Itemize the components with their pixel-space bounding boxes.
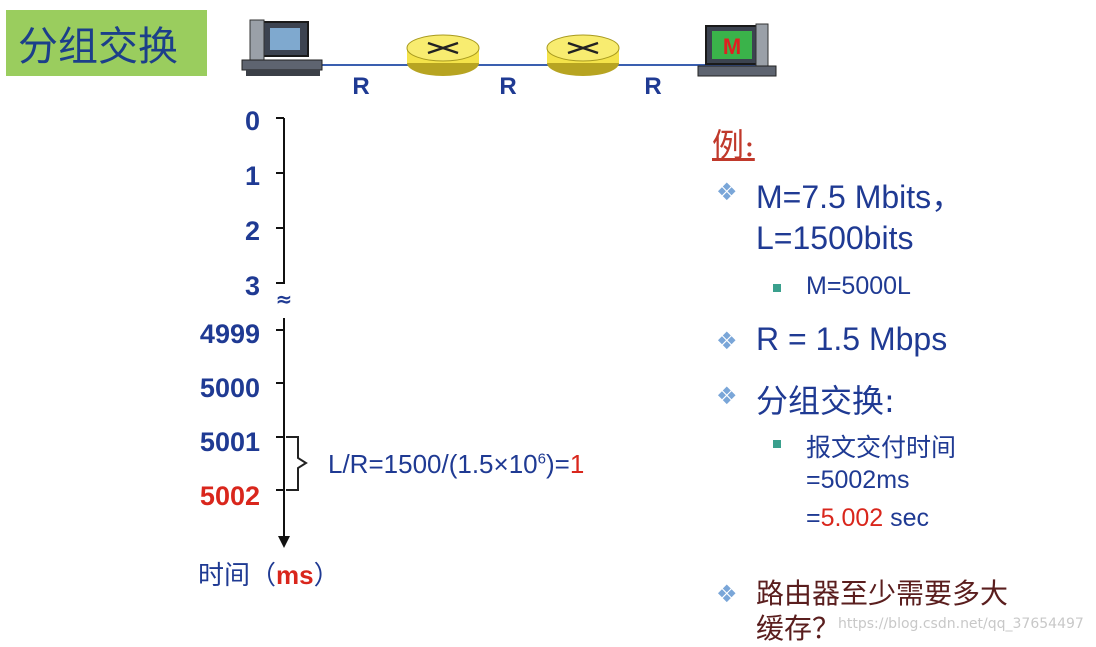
example-m-line1: M=7.5 Mbits， [756, 179, 964, 215]
time-axis-unit: ms [276, 560, 314, 590]
interval-brace [286, 436, 308, 491]
tick-label-0: 0 [244, 106, 260, 136]
time-axis-prefix: 时间（ [198, 561, 277, 591]
ps-sub3-value: 5.002 [820, 504, 884, 532]
tick-label-5002: 5002 [199, 481, 260, 511]
time-axis-label: 时间（ms） [198, 555, 340, 592]
axis-break-mark: ≈ [276, 287, 293, 311]
example-question-line2: 缓存？ [756, 612, 841, 645]
tick-label-5000: 5000 [199, 373, 260, 403]
formula-exponent: 6 [537, 450, 546, 468]
tick-label-2: 2 [244, 216, 260, 246]
diamond-bullet-icon: ❖ [716, 178, 738, 206]
destination-computer-icon [697, 23, 777, 77]
diamond-bullet-icon: ❖ [716, 327, 738, 355]
link-label-2: R [499, 73, 516, 100]
example-question-line1: 路由器至少需要多大 [756, 577, 1009, 610]
title-box [6, 10, 207, 76]
link-label-3: R [644, 73, 661, 100]
source-computer-icon [241, 19, 323, 76]
tick-label-4999: 4999 [199, 319, 260, 349]
watermark: https://blog.csdn.net/qq_37654497 [838, 616, 1084, 632]
time-axis-suffix: ） [313, 561, 340, 591]
ps-sub3-prefix: = [806, 504, 821, 532]
tick-label-5001: 5001 [199, 427, 260, 457]
tick-label-1: 1 [244, 161, 260, 191]
transmission-formula: L/R=1500/(1.5×106)=1 [328, 449, 584, 480]
formula-close: )= [545, 449, 570, 479]
router-2-icon [546, 34, 620, 76]
example-heading: 例: [712, 126, 755, 164]
example-ps-sub2: =5002ms [806, 466, 910, 494]
example-r-line: R = 1.5 Mbps [756, 321, 948, 357]
formula-main: L/R=1500/(1.5×10 [328, 449, 538, 479]
destination-message-label: M [723, 34, 741, 59]
ps-sub3-unit: sec [883, 504, 930, 532]
example-ps-head: 分组交换: [756, 382, 895, 420]
example-ps-sub3: =5.002 sec [806, 504, 929, 533]
example-m-sub: M=5000L [806, 272, 911, 300]
diamond-bullet-icon: ❖ [716, 382, 738, 410]
tick-label-3: 3 [244, 271, 260, 301]
example-m-line2: L=1500bits [756, 220, 914, 256]
page-title: 分组交换 [18, 24, 178, 70]
formula-result: 1 [569, 449, 585, 479]
diamond-bullet-icon: ❖ [716, 580, 738, 608]
router-1-icon [406, 34, 480, 76]
square-bullet-icon [773, 284, 781, 292]
square-bullet-icon [773, 440, 781, 448]
link-label-1: R [352, 73, 369, 100]
timeline-arrowhead [278, 536, 290, 548]
example-ps-sub1: 报文交付时间 [806, 433, 957, 462]
